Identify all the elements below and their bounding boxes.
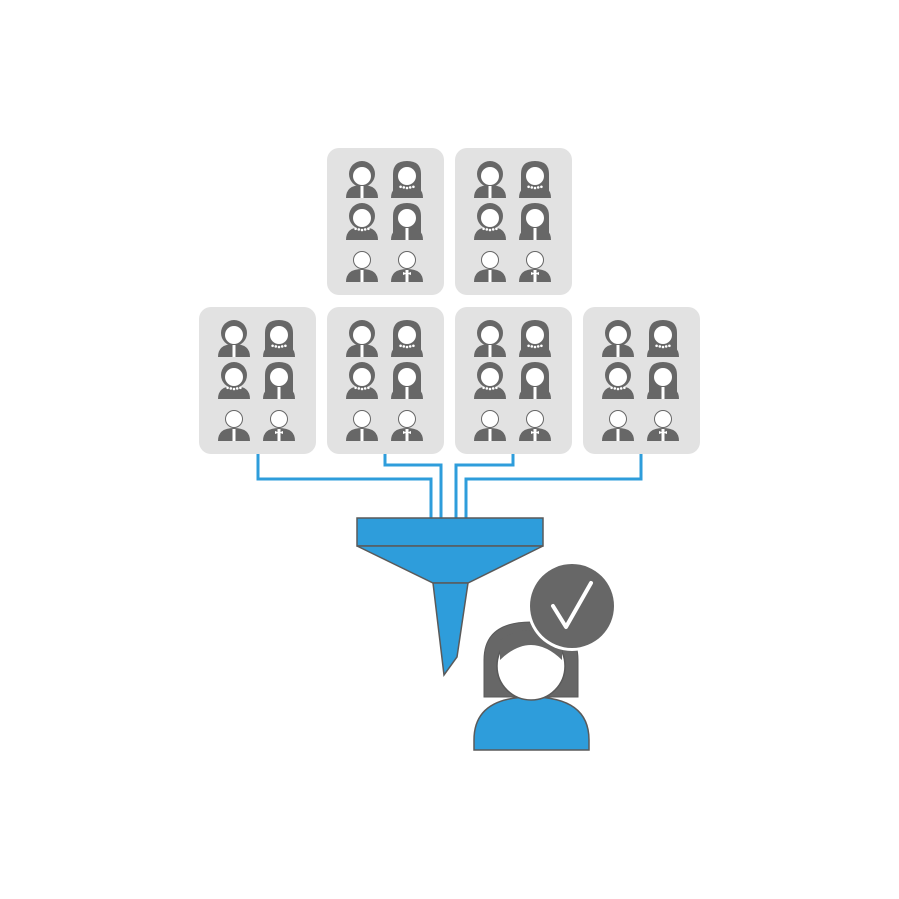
woman-long-hair-icon [263,362,295,399]
man-bowtie-icon [391,410,423,441]
connector-lines [256,454,643,519]
woman-long-hair-necklace-icon [263,320,295,357]
connector-line [464,454,643,519]
man-bowtie-icon [391,251,423,282]
woman-long-hair-necklace-icon [647,320,679,357]
candidate-pool-card [327,148,444,295]
man-tie-icon [346,410,378,441]
woman-long-hair-necklace-icon [519,161,551,198]
woman-long-hair-icon [519,362,551,399]
candidate-pools [199,148,700,454]
man-bowtie-icon [263,410,295,441]
woman-necklace-icon [218,362,250,399]
candidate-pool-card [455,307,572,454]
woman-short-hair-icon [218,320,250,357]
woman-short-hair-icon [602,320,634,357]
candidate-pool-card [327,307,444,454]
woman-long-hair-icon [647,362,679,399]
woman-short-hair-icon [474,161,506,198]
woman-long-hair-necklace-icon [391,161,423,198]
check-badge-icon [527,561,617,651]
funnel-icon [356,517,544,677]
woman-long-hair-icon [519,203,551,240]
body [473,696,590,751]
man-tie-icon [474,251,506,282]
woman-necklace-icon [474,203,506,240]
woman-necklace-icon [602,362,634,399]
connector-line [454,454,515,519]
man-tie-icon [474,410,506,441]
woman-long-hair-necklace-icon [519,320,551,357]
woman-necklace-icon [346,203,378,240]
man-tie-icon [218,410,250,441]
woman-short-hair-icon [346,320,378,357]
woman-short-hair-icon [346,161,378,198]
man-tie-icon [346,251,378,282]
woman-long-hair-icon [391,362,423,399]
woman-long-hair-icon [391,203,423,240]
selected-candidate [473,621,590,751]
candidate-pool-card [455,148,572,295]
candidate-pool-card [583,307,700,454]
connector-line [256,454,433,519]
man-bowtie-icon [519,251,551,282]
woman-necklace-icon [474,362,506,399]
woman-necklace-icon [346,362,378,399]
woman-long-hair-necklace-icon [391,320,423,357]
man-tie-icon [602,410,634,441]
man-bowtie-icon [519,410,551,441]
man-bowtie-icon [647,410,679,441]
woman-short-hair-icon [474,320,506,357]
connector-line [383,454,443,519]
candidate-pool-card [199,307,316,454]
